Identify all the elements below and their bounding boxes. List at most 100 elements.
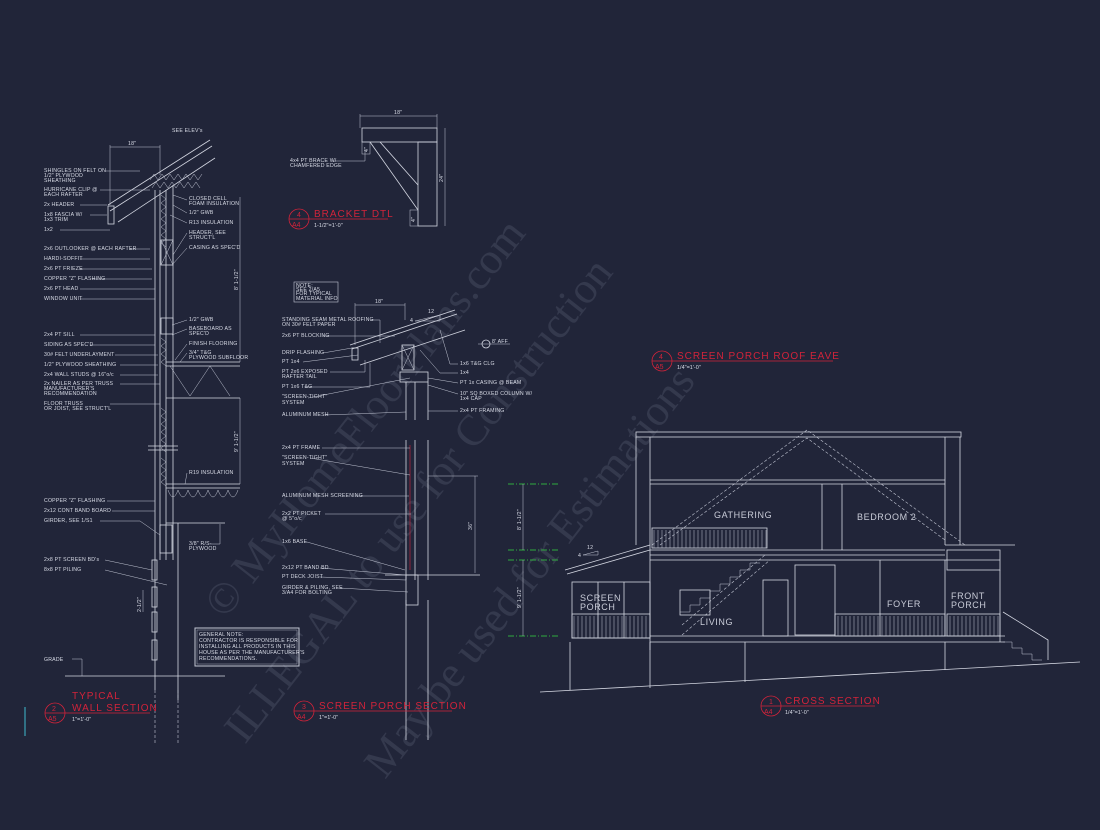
svg-text:1"=1'-0": 1"=1'-0"	[72, 717, 91, 723]
screen-porch-railing	[572, 616, 650, 638]
svg-text:1/2" PLYWOOD SHEATHING: 1/2" PLYWOOD SHEATHING	[44, 362, 116, 368]
svg-text:INSTALLING ALL PRODUCTS IN THI: INSTALLING ALL PRODUCTS IN THIS	[199, 644, 296, 650]
svg-text:3/4" T&G: 3/4" T&G	[189, 350, 212, 356]
svg-text:COPPER "Z" FLASHING: COPPER "Z" FLASHING	[44, 276, 105, 282]
svg-text:30# FELT UNDERLAYMENT: 30# FELT UNDERLAYMENT	[44, 352, 115, 358]
svg-text:BRACKET DTL: BRACKET DTL	[314, 209, 394, 220]
svg-text:SHINGLES ON FELT ON: SHINGLES ON FELT ON	[44, 168, 106, 174]
svg-text:MANUFACTURER'S: MANUFACTURER'S	[44, 386, 95, 392]
svg-text:EACH RAFTER: EACH RAFTER	[44, 192, 83, 198]
svg-text:HARDI-SOFFIT: HARDI-SOFFIT	[44, 256, 83, 262]
svg-text:SYSTEM: SYSTEM	[282, 461, 305, 467]
svg-text:4": 4"	[364, 147, 370, 152]
svg-text:SHEATHING: SHEATHING	[44, 178, 76, 184]
svg-text:CHAMFERED EDGE: CHAMFERED EDGE	[290, 163, 342, 169]
svg-text:1x4 CAP: 1x4 CAP	[460, 396, 482, 402]
svg-text:PT 1x CASING @ BEAM: PT 1x CASING @ BEAM	[460, 380, 521, 386]
svg-text:8x8 PT PILING: 8x8 PT PILING	[44, 567, 81, 573]
svg-text:A5: A5	[655, 364, 664, 371]
svg-text:GRADE: GRADE	[44, 657, 64, 663]
svg-text:SIDING AS SPEC'D: SIDING AS SPEC'D	[44, 342, 94, 348]
svg-text:9' 1-1/2": 9' 1-1/2"	[234, 431, 240, 452]
svg-text:8' 1-1/2": 8' 1-1/2"	[234, 269, 240, 290]
svg-text:CONTRACTOR IS RESPONSIBLE FOR: CONTRACTOR IS RESPONSIBLE FOR	[199, 638, 298, 644]
svg-text:GIRDER, SEE 1/S1: GIRDER, SEE 1/S1	[44, 518, 93, 524]
svg-text:4": 4"	[411, 217, 417, 222]
svg-text:SEE ELEV's: SEE ELEV's	[172, 128, 203, 134]
svg-text:CASING AS SPEC'D: CASING AS SPEC'D	[189, 245, 241, 251]
svg-text:R13 INSULATION: R13 INSULATION	[189, 220, 234, 226]
svg-text:36": 36"	[468, 522, 474, 530]
svg-text:PT 1x4: PT 1x4	[282, 359, 300, 365]
svg-text:A4: A4	[297, 714, 306, 721]
svg-text:2: 2	[52, 706, 56, 713]
svg-text:1x3 TRIM: 1x3 TRIM	[44, 217, 68, 223]
svg-text:R19 INSULATION: R19 INSULATION	[189, 470, 234, 476]
svg-text:PORCH: PORCH	[580, 602, 616, 612]
svg-text:1-1/2"=1'-0": 1-1/2"=1'-0"	[314, 223, 343, 229]
svg-text:2x12 PT BAND BD: 2x12 PT BAND BD	[282, 565, 329, 571]
svg-text:18": 18"	[394, 110, 402, 116]
svg-text:2x2 PT PICKET: 2x2 PT PICKET	[282, 511, 322, 517]
svg-text:18": 18"	[375, 299, 383, 305]
svg-text:NOTE:: NOTE:	[296, 283, 313, 289]
svg-text:2x6 OUTLOOKER @ EACH RAFTER: 2x6 OUTLOOKER @ EACH RAFTER	[44, 246, 137, 252]
svg-text:CLOSED CELL: CLOSED CELL	[189, 196, 227, 202]
svg-text:SCREEN PORCH ROOF EAVE: SCREEN PORCH ROOF EAVE	[677, 351, 840, 362]
svg-text:1x4: 1x4	[460, 370, 469, 376]
wall-section-left-labels: SHINGLES ON FELT ON 1/2" PLYWOOD SHEATHI…	[44, 168, 168, 663]
porch-section-left-labels: STANDING SEAM METAL ROOFING ON 30# FELT …	[282, 317, 411, 596]
svg-text:RECOMMENDATION: RECOMMENDATION	[44, 391, 97, 397]
room-label-bedroom-2: BEDROOM 2	[857, 512, 916, 522]
svg-text:TYPICAL: TYPICAL	[72, 691, 121, 702]
svg-text:1x8 FASCIA W/: 1x8 FASCIA W/	[44, 212, 83, 218]
svg-text:HURRICANE CLIP @: HURRICANE CLIP @	[44, 187, 98, 193]
svg-text:2x4 PT SILL: 2x4 PT SILL	[44, 332, 75, 338]
wall-section-title: 2 A5 TYPICAL WALL SECTION 1"=1'-0"	[44, 691, 158, 724]
svg-text:RAFTER TAIL: RAFTER TAIL	[282, 374, 317, 380]
svg-text:4: 4	[578, 553, 581, 559]
svg-text:2x HEADER: 2x HEADER	[44, 202, 74, 208]
svg-text:1x2: 1x2	[44, 227, 53, 233]
room-label-front-porch: FRONT	[951, 591, 985, 601]
svg-text:FOAM INSULATION: FOAM INSULATION	[189, 201, 239, 207]
svg-text:A4: A4	[764, 709, 773, 716]
svg-text:4: 4	[410, 318, 413, 324]
svg-text:SYSTEM: SYSTEM	[282, 400, 305, 406]
svg-text:2x8 PT SCREEN BD's: 2x8 PT SCREEN BD's	[44, 557, 99, 563]
svg-text:DRIP FLASHING: DRIP FLASHING	[282, 350, 324, 356]
svg-text:MATERIAL INFO: MATERIAL INFO	[296, 296, 338, 302]
svg-text:2x NAILER AS PER TRUSS: 2x NAILER AS PER TRUSS	[44, 381, 114, 387]
svg-text:SEE 2/A5: SEE 2/A5	[296, 287, 320, 293]
svg-text:SPEC'D: SPEC'D	[189, 331, 209, 337]
svg-text:COPPER "Z" FLASHING: COPPER "Z" FLASHING	[44, 498, 105, 504]
svg-text:3/A4 FOR BOLTING: 3/A4 FOR BOLTING	[282, 590, 332, 596]
foyer-railing	[835, 616, 945, 636]
svg-text:CROSS SECTION: CROSS SECTION	[785, 696, 881, 707]
room-label-living: LIVING	[700, 617, 733, 627]
svg-text:2x4 WALL STUDS @ 16"o/c: 2x4 WALL STUDS @ 16"o/c	[44, 372, 114, 378]
svg-text:1/4"=1'-0": 1/4"=1'-0"	[677, 365, 701, 371]
svg-text:BASEBOARD AS: BASEBOARD AS	[189, 326, 232, 332]
porch-section-right-labels: 1x6 T&G CLG 1x4 PT 1x CASING @ BEAM 10" …	[419, 329, 532, 414]
svg-text:WINDOW UNIT: WINDOW UNIT	[44, 296, 83, 302]
svg-text:12: 12	[428, 309, 434, 315]
svg-text:A4: A4	[292, 222, 301, 229]
svg-text:1/4"=1'-0": 1/4"=1'-0"	[785, 710, 809, 716]
svg-text:1x6 T&G CLG: 1x6 T&G CLG	[460, 361, 495, 367]
svg-text:PT 2x6 EXPOSED: PT 2x6 EXPOSED	[282, 369, 328, 375]
watermark: © MyHomeFloorPlans.com ILLEGAL to use fo…	[194, 209, 704, 786]
svg-text:PLYWOOD: PLYWOOD	[189, 546, 217, 552]
svg-text:WALL SECTION: WALL SECTION	[72, 703, 158, 714]
room-label-screen-porch: SCREEN	[580, 593, 621, 603]
svg-text:PORCH: PORCH	[951, 600, 987, 610]
svg-text:STANDING SEAM METAL ROOFING: STANDING SEAM METAL ROOFING	[282, 317, 374, 323]
svg-text:8' AFF: 8' AFF	[492, 339, 508, 345]
svg-text:GENERAL NOTE:: GENERAL NOTE:	[199, 632, 244, 638]
svg-text:ON 30# FELT PAPER: ON 30# FELT PAPER	[282, 322, 336, 328]
svg-text:HEADER, SEE: HEADER, SEE	[189, 230, 226, 236]
svg-text:PT DECK JOIST: PT DECK JOIST	[282, 574, 324, 580]
svg-text:3: 3	[302, 704, 306, 711]
svg-text:ALUMINUM MESH: ALUMINUM MESH	[282, 412, 329, 418]
room-label-foyer: FOYER	[887, 599, 921, 609]
